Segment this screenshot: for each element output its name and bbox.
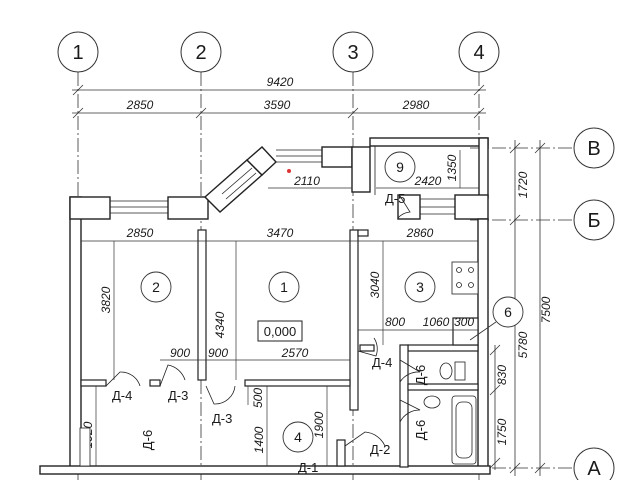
dim-2420: 2420 <box>414 174 442 188</box>
dim-right-5780: 5780 <box>516 331 530 358</box>
room-label-2: 2 <box>152 279 160 295</box>
dim-2860-row: 2860 <box>406 226 434 240</box>
door-label-d6-upper: Д-6 <box>413 365 428 385</box>
dim-900-right: 900 <box>208 346 228 360</box>
sink-fixture <box>423 395 441 409</box>
door-label-d3-upper: Д-3 <box>168 388 188 403</box>
balcony-frame <box>374 145 479 195</box>
level-mark: 0,000 <box>264 324 297 339</box>
dim-right-7500: 7500 <box>539 296 553 323</box>
room-label-9: 9 <box>396 159 404 175</box>
red-marker-dot <box>287 169 291 173</box>
door-label-d2: Д-2 <box>370 442 390 457</box>
axis-label-b: Б <box>587 210 600 232</box>
door-label-d4-left: Д-4 <box>112 388 132 403</box>
dim-3040: 3040 <box>368 271 382 298</box>
dim-2110: 2110 <box>293 174 320 188</box>
dim-800: 800 <box>385 315 405 329</box>
dim-top-1: 2850 <box>126 98 154 112</box>
dim-3470-row: 3470 <box>267 226 294 240</box>
interior-dimension-lines <box>81 150 479 466</box>
room-label-3: 3 <box>416 279 424 295</box>
dim-right-1720: 1720 <box>516 171 530 198</box>
axis-label-2: 2 <box>195 42 206 64</box>
dim-900-left: 900 <box>170 346 190 360</box>
dim-right-1750: 1750 <box>495 418 509 445</box>
door-label-d1: Д-1 <box>298 460 318 475</box>
door-swings <box>105 195 421 447</box>
dim-4340: 4340 <box>213 311 227 338</box>
dim-1400: 1400 <box>252 426 266 453</box>
exterior-walls <box>39 137 491 475</box>
dim-300: 300 <box>454 315 474 329</box>
axis-bubbles <box>57 31 615 480</box>
door-label-d6-left: Д-6 <box>140 430 155 450</box>
dim-top-total: 9420 <box>267 75 294 89</box>
stove-fixture <box>451 261 479 295</box>
level-mark-box <box>257 320 303 342</box>
axis-label-v: В <box>587 138 600 160</box>
door-label-d3-lower: Д-3 <box>212 411 232 426</box>
door-label-d5: Д-5 <box>385 191 405 206</box>
dim-top-2: 3590 <box>264 98 291 112</box>
room-label-1: 1 <box>280 279 288 295</box>
dim-3820: 3820 <box>99 286 113 313</box>
dim-1900: 1900 <box>312 411 326 438</box>
dim-2850-row: 2850 <box>126 226 154 240</box>
dim-top-3: 2980 <box>402 98 430 112</box>
dim-right-830: 830 <box>495 365 509 385</box>
room-6-leader <box>469 321 497 341</box>
dim-1350: 1350 <box>445 154 459 181</box>
dim-1060: 1060 <box>423 315 450 329</box>
axis-label-a: А <box>587 458 601 480</box>
windows <box>110 149 455 215</box>
door-label-d4-right: Д-4 <box>372 355 392 370</box>
axis-label-3: 3 <box>347 42 358 64</box>
dim-2570: 2570 <box>281 346 309 360</box>
bathtub-fixture <box>451 395 477 465</box>
toilet-fixture <box>439 361 466 381</box>
axis-label-4: 4 <box>473 42 484 64</box>
axis-label-1: 1 <box>72 42 83 64</box>
dim-500: 500 <box>251 388 265 408</box>
room-label-4: 4 <box>294 429 302 445</box>
cabinet-fixture <box>79 427 91 467</box>
door-label-d6-lower: Д-6 <box>413 420 428 440</box>
interior-walls <box>80 229 479 468</box>
top-dimension-lines <box>72 84 486 119</box>
room-label-6: 6 <box>504 304 512 320</box>
room-markers <box>140 151 524 453</box>
